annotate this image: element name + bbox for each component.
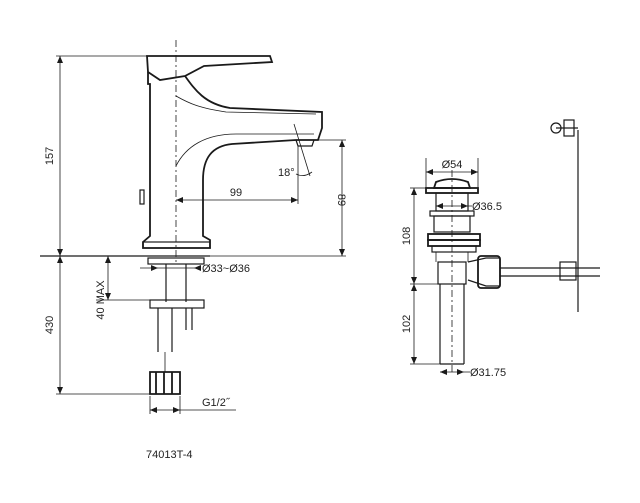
- drain-body-mid: [433, 215, 471, 233]
- dim-365-arrow-left: [436, 203, 443, 209]
- dim-hole-label: Ø33~Ø36: [202, 263, 250, 275]
- dim-430-label: 430: [44, 316, 56, 334]
- dim-108-label: 108: [401, 227, 413, 245]
- mount-nut: [149, 299, 205, 309]
- dim-99-label: 99: [230, 187, 242, 199]
- dim-54-arrow-right: [471, 169, 478, 175]
- dim-3175-arrow-left: [440, 369, 447, 375]
- faucet-spout-inner: [175, 95, 317, 115]
- dim-102-arrow-bot: [411, 357, 417, 364]
- dim-99-arrow-left: [176, 197, 183, 203]
- faucet-body: [142, 72, 323, 249]
- drain-nut-3: [431, 245, 477, 253]
- dim-365-arrow-right: [461, 203, 468, 209]
- dim-angle-arc: [295, 171, 313, 176]
- dim-3175-label: Ø31.75: [470, 367, 506, 379]
- dim-angle-ray: [293, 123, 311, 177]
- dim-hole-arrow-right: [194, 265, 201, 271]
- dim-157-arrow-bot: [57, 249, 63, 256]
- faucet-spout-lower: [175, 133, 314, 167]
- dim-54-arrow-left: [426, 169, 433, 175]
- mount-washer: [147, 257, 205, 265]
- faucet-handle: [146, 55, 274, 81]
- dim-430-arrow-top: [57, 256, 63, 263]
- dim-hole-arrow-left: [151, 265, 158, 271]
- model-code: 74013T-4: [146, 449, 192, 461]
- dim-108-arrow-bot: [411, 277, 417, 284]
- linkage-clip: [559, 261, 577, 281]
- dim-157-arrow-top: [57, 56, 63, 63]
- dim-102-label: 102: [401, 315, 413, 333]
- dim-157-label: 157: [44, 147, 56, 165]
- drain-nut-2: [427, 239, 481, 247]
- dim-99-arrow-right: [291, 197, 298, 203]
- dim-108-arrow-top: [411, 188, 417, 195]
- dim-54-label: Ø54: [442, 159, 463, 171]
- faucet-base: [142, 241, 211, 249]
- dim-thread-arrow-left: [150, 407, 157, 413]
- drain-elevation: Ø54 Ø36.5 108 102 Ø31.75: [401, 119, 600, 379]
- lift-rod-bracket: [563, 119, 575, 137]
- dim-angle-label: 18°: [278, 167, 295, 179]
- faucet-aerator: [295, 139, 315, 147]
- popup-rod: [139, 189, 145, 205]
- dim-40max-label: 40 MAX: [95, 280, 107, 320]
- dim-thread-label: G1/2˝: [202, 397, 231, 409]
- dim-3175-arrow-right: [457, 369, 464, 375]
- dim-365-label: Ø36.5: [472, 201, 502, 213]
- hose-connector: [149, 371, 181, 395]
- faucet-elevation: 157 430 40 MAX Ø33~Ø36 99 18°: [40, 40, 347, 414]
- drain-body-lower: [437, 261, 467, 285]
- dim-102-arrow-top: [411, 284, 417, 291]
- dim-40max-arrow-bot: [105, 293, 111, 300]
- drain-side-outlet: [467, 257, 501, 287]
- drain-cap: [432, 178, 472, 189]
- dim-40max-arrow-top: [105, 256, 111, 263]
- lift-rod-knob: [550, 122, 562, 134]
- dim-89-arrow-bot: [339, 249, 345, 256]
- dim-89-label: 89: [335, 194, 347, 206]
- dim-89-arrow-top: [339, 140, 345, 147]
- drain-side-nut: [477, 255, 501, 289]
- dim-430-arrow-bot: [57, 387, 63, 394]
- dim-thread-arrow-right: [173, 407, 180, 413]
